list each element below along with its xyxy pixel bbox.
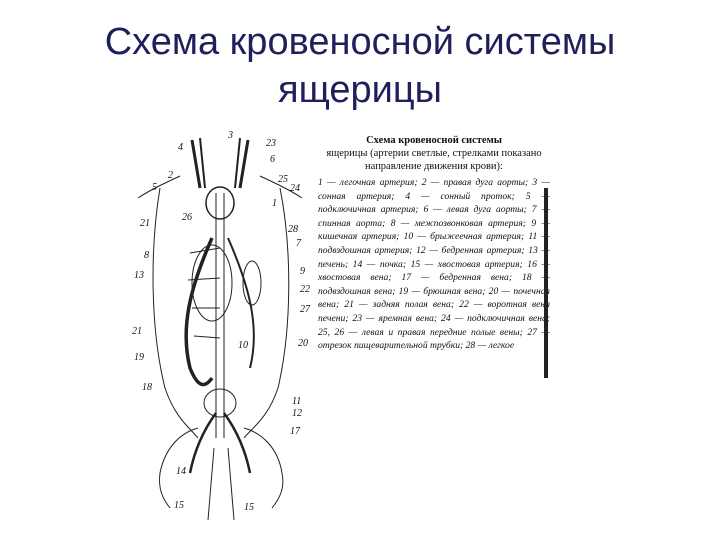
scan-edge-shadow (544, 188, 548, 378)
label-4: 4 (178, 142, 183, 153)
diagram-caption: Схема кровеносной системы ящерицы (артер… (318, 134, 550, 386)
body-outline-right (244, 188, 289, 438)
lizard-circulatory-diagram: 3 4 23 6 2 25 24 5 1 21 26 28 7 8 13 9 2… (120, 128, 320, 520)
label-9: 9 (300, 266, 305, 277)
label-23: 23 (266, 138, 276, 149)
caption-subtitle: ящерицы (артерии светлые, стрелками пока… (318, 147, 550, 173)
slide-title: Схема кровеносной системы ящерицы (60, 18, 660, 114)
caption-legend: 1 — легочная артерия; 2 — правая дуга ао… (318, 176, 550, 353)
label-3: 3 (227, 130, 233, 141)
label-14: 14 (176, 466, 186, 477)
label-25: 25 (278, 174, 288, 185)
label-13: 13 (134, 270, 144, 281)
tail-outline (208, 448, 234, 520)
liver-shape (192, 245, 232, 321)
label-10: 10 (238, 340, 248, 351)
label-19: 19 (134, 352, 144, 363)
label-18: 18 (142, 382, 152, 393)
label-20: 20 (298, 338, 308, 349)
label-28: 28 (288, 224, 298, 235)
label-15b: 15 (244, 502, 254, 513)
caption-title: Схема кровеносной системы (318, 134, 550, 147)
body-outline-left (153, 188, 198, 438)
label-8: 8 (144, 250, 149, 261)
label-15a: 15 (174, 500, 184, 511)
label-21a: 21 (140, 218, 150, 229)
label-27: 27 (300, 304, 311, 315)
label-17: 17 (290, 426, 301, 437)
slide-title-line-1: Схема кровеносной системы (60, 18, 660, 66)
label-26: 26 (182, 212, 192, 223)
label-1: 1 (272, 198, 277, 209)
label-2: 2 (168, 170, 173, 181)
label-7: 7 (296, 238, 302, 249)
label-11: 11 (292, 396, 301, 407)
slide-title-line-2: ящерицы (60, 66, 660, 114)
label-5: 5 (152, 182, 157, 193)
label-21b: 21 (132, 326, 142, 337)
label-24: 24 (290, 183, 300, 194)
carotid-arteries (200, 138, 240, 188)
label-22: 22 (300, 284, 310, 295)
lizard-circulatory-figure: 3 4 23 6 2 25 24 5 1 21 26 28 7 8 13 9 2… (120, 128, 560, 520)
label-6: 6 (270, 154, 275, 165)
label-12: 12 (292, 408, 302, 419)
